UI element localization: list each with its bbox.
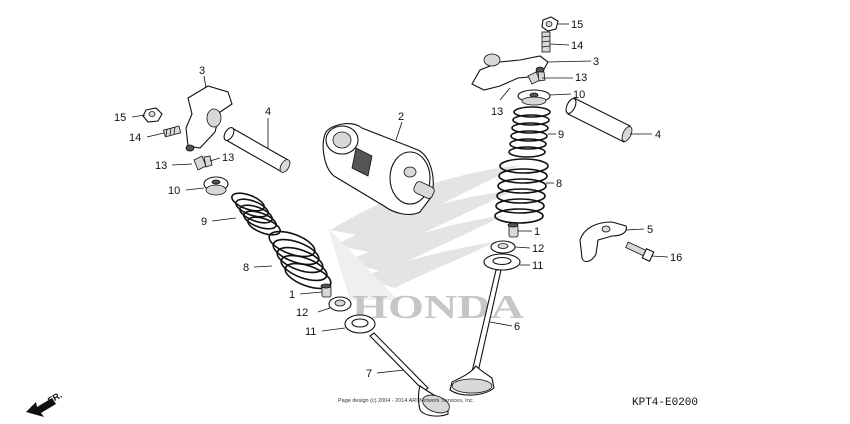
callout-right-6: 6 bbox=[514, 321, 520, 333]
left-inner-spring bbox=[231, 192, 281, 236]
callout-left-13b: 13 bbox=[222, 152, 234, 164]
callout-left-3: 3 bbox=[199, 65, 205, 77]
callout-left-14: 14 bbox=[129, 132, 141, 144]
left-spring-retainer bbox=[203, 176, 229, 196]
right-rocker-shaft bbox=[565, 97, 633, 143]
right-outer-spring bbox=[494, 158, 549, 224]
callout-left-1: 1 bbox=[289, 289, 295, 301]
right-valve-assembly: 15 14 3 13 13 10 9 4 8 1 12 11 6 5 16 bbox=[449, 16, 682, 396]
callout-left-12: 12 bbox=[296, 307, 308, 319]
callout-right-1: 1 bbox=[534, 226, 540, 238]
callout-right-9: 9 bbox=[558, 129, 564, 141]
right-spring-seat bbox=[490, 240, 516, 254]
callout-right-12: 12 bbox=[532, 243, 544, 255]
left-valve bbox=[369, 332, 450, 417]
left-spring-seat bbox=[328, 296, 352, 312]
callout-left-11: 11 bbox=[305, 326, 316, 338]
cam-chain-tensioner-slipper bbox=[579, 221, 627, 263]
callout-left-13a: 13 bbox=[155, 160, 167, 172]
callout-right-10: 10 bbox=[573, 89, 585, 101]
callout-2: 2 bbox=[398, 111, 404, 123]
callout-left-8: 8 bbox=[243, 262, 249, 274]
camshaft: 2 bbox=[322, 111, 435, 215]
left-outer-spring bbox=[268, 230, 332, 290]
callout-left-15: 15 bbox=[114, 112, 126, 124]
callout-right-15: 15 bbox=[571, 19, 583, 31]
callout-right-13b: 13 bbox=[491, 106, 503, 118]
left-rocker-shaft bbox=[223, 127, 291, 173]
left-adjust-nut bbox=[142, 107, 163, 123]
front-direction-marker: FR. bbox=[26, 390, 64, 417]
tensioner-bolt bbox=[625, 241, 655, 262]
callout-right-4: 4 bbox=[655, 129, 661, 141]
right-adjust-screw bbox=[541, 31, 551, 53]
right-valve bbox=[449, 269, 502, 396]
callout-left-10: 10 bbox=[168, 185, 180, 197]
right-rocker-arm bbox=[471, 53, 549, 91]
front-arrow-icon bbox=[26, 398, 56, 417]
callout-left-7: 7 bbox=[366, 368, 372, 380]
left-valve-cotters bbox=[193, 155, 213, 171]
right-adjust-nut bbox=[541, 16, 559, 32]
right-spring-retainer bbox=[517, 89, 551, 106]
right-inner-spring bbox=[508, 106, 551, 158]
right-stem-seal bbox=[507, 222, 519, 238]
callout-right-16: 16 bbox=[670, 252, 682, 264]
callout-right-13a: 13 bbox=[575, 72, 587, 84]
callout-right-5: 5 bbox=[647, 224, 653, 236]
honda-logo-watermark: HONDA bbox=[352, 289, 525, 326]
callout-right-3: 3 bbox=[593, 56, 599, 68]
callout-left-4: 4 bbox=[265, 106, 271, 118]
callout-right-14: 14 bbox=[571, 40, 583, 52]
callout-right-11: 11 bbox=[532, 260, 543, 272]
callout-left-9: 9 bbox=[201, 216, 207, 228]
right-valve-cotters bbox=[527, 71, 546, 85]
right-seat-washer bbox=[483, 253, 521, 271]
callout-right-8: 8 bbox=[556, 178, 562, 190]
left-seat-washer bbox=[344, 314, 376, 334]
honda-wing-watermark bbox=[328, 165, 520, 300]
left-valve-assembly: 3 15 14 4 13 13 10 9 8 1 12 11 7 bbox=[114, 65, 450, 417]
left-rocker-arm bbox=[185, 85, 233, 152]
front-label: FR. bbox=[46, 390, 64, 406]
diagram-code: KPT4-E0200 bbox=[632, 397, 698, 409]
left-stem-seal bbox=[320, 283, 332, 298]
copyright-notice: Page design (c) 2004 - 2014 ARI Network … bbox=[338, 398, 475, 404]
left-adjust-screw bbox=[163, 125, 182, 138]
